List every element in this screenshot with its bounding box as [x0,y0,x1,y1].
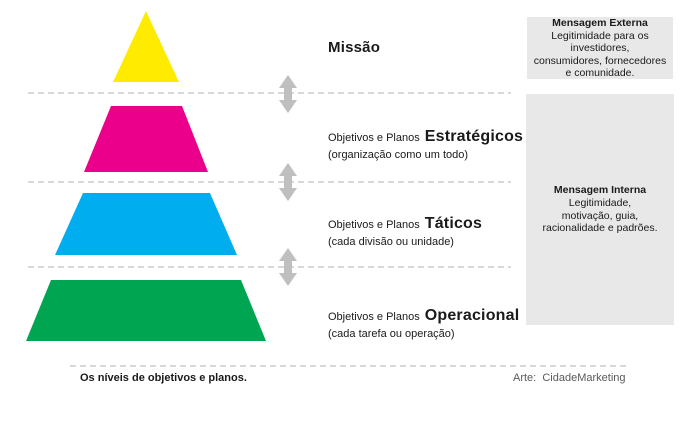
level-prefix: Objetivos e Planos [328,132,420,144]
level-title: Operacional [424,307,520,324]
level-subtitle: (organização como um todo) [328,149,469,161]
level-label-taticos: Objetivos e Planos Táticos (cada divisão… [328,215,482,248]
message-line: racionalidade e padrões. [542,222,658,235]
message-line: Legitimidade para os investidores, [551,29,649,55]
level-subtitle: (cada divisão ou unidade) [328,236,454,248]
level-label-operacional: Objetivos e Planos Operacional (cada tar… [328,307,519,340]
level-label-estrategicos: Objetivos e Planos Estratégicos (organiz… [328,128,523,161]
message-box-externa: Mensagem Externa Legitimidade para os in… [527,17,673,79]
pyramid-level-estrategicos [84,106,208,172]
message-line: consumidores, fornecedores [533,54,667,67]
message-box-interna: Mensagem Interna Legitimidade, motivação… [526,94,674,325]
double-arrow-icon-1 [279,75,297,113]
level-label-missao: Missão [328,39,381,56]
message-title: Mensagem Externa [552,16,648,29]
pyramid-level-taticos [55,193,237,255]
footer-credit: Arte: CidadeMarketing [513,372,626,384]
double-arrow-icon-3 [279,248,297,286]
footer-caption: Os níveis de objetivos e planos. [80,372,247,384]
pyramid-level-operacional [26,280,266,341]
pyramid-level-missao [113,11,179,82]
level-title: Táticos [424,215,483,232]
message-line: e comunidade. [565,67,635,79]
level-prefix: Objetivos e Planos [328,219,420,231]
message-title: Mensagem Interna [553,184,647,197]
message-line: Legitimidade, [568,197,632,210]
double-arrow-icon-2 [279,163,297,201]
level-title: Estratégicos [424,128,524,145]
level-prefix: Objetivos e Planos [328,311,420,323]
message-line: motivação, guia, [561,209,639,222]
level-subtitle: (cada tarefa ou operação) [328,328,455,340]
